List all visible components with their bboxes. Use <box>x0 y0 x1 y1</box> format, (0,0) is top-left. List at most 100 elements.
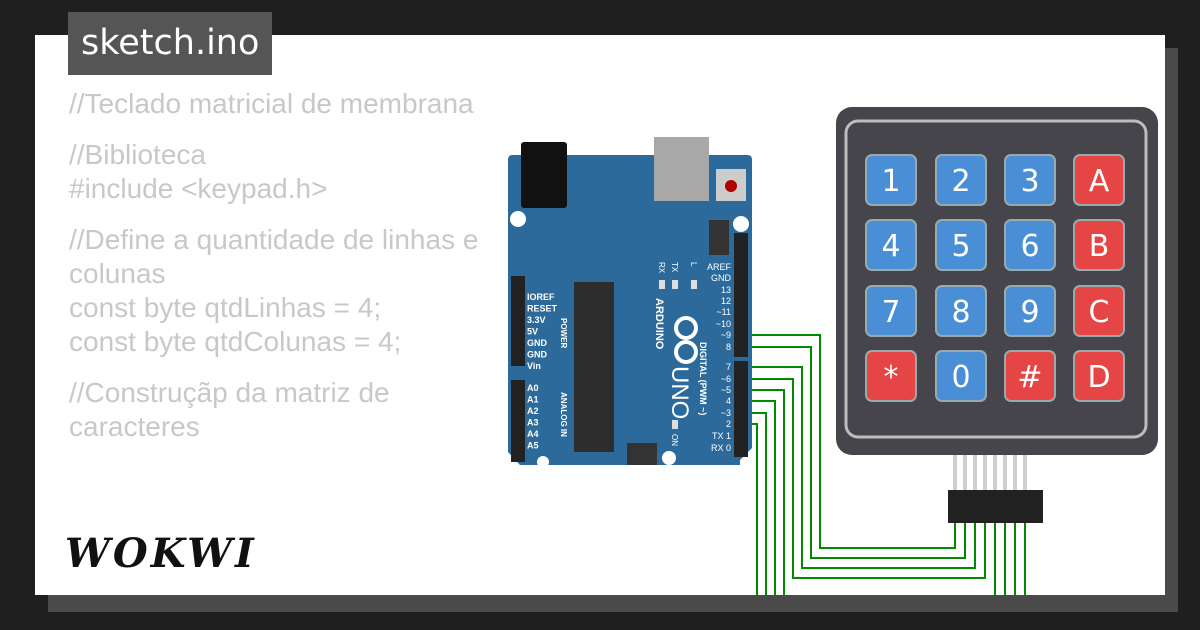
pin-label: RESET <box>527 304 558 314</box>
wire[interactable] <box>740 346 966 559</box>
pin-label: A1 <box>527 395 539 405</box>
pin-label: A4 <box>527 429 539 439</box>
reset-button-cap[interactable] <box>725 180 737 192</box>
icsp-header-2 <box>627 443 657 465</box>
pin-label: GND <box>527 338 548 348</box>
pin-label: ~10 <box>716 319 731 329</box>
arduino-brand-label: ARDUINO <box>653 298 665 350</box>
wire[interactable] <box>740 334 956 549</box>
usb-port <box>654 137 709 201</box>
keypad-ribbon-cable <box>953 455 1027 490</box>
code-line: const byte qtdLinhas = 4; <box>69 292 382 323</box>
on-led <box>672 420 678 429</box>
key-label: C <box>1089 295 1110 330</box>
code-line: //Construçãp da matriz de caracteres <box>69 377 398 442</box>
code-text: //Teclado matricial de membrana //Bibliot… <box>69 87 499 444</box>
arduino-logo-icon <box>674 316 698 364</box>
key-label: 8 <box>951 295 970 330</box>
key-label: 6 <box>1020 229 1039 264</box>
pin-label: Vin <box>527 361 541 371</box>
key-8[interactable]: 8 <box>935 285 987 337</box>
wire[interactable] <box>740 389 785 595</box>
led-label: RX <box>657 262 666 274</box>
pin-label: TX 1 <box>712 431 731 441</box>
arduino-board <box>508 155 752 465</box>
pin-label: A5 <box>527 441 539 451</box>
pin-label: 8 <box>726 342 731 352</box>
pin-label: 4 <box>726 396 731 406</box>
code-line: //Biblioteca <box>69 139 206 170</box>
keypad-border <box>844 119 1148 439</box>
key-label: 2 <box>951 164 970 199</box>
icsp-header <box>709 220 729 255</box>
code-line: const byte qtdColunas = 4; <box>69 326 402 357</box>
key-label: 0 <box>951 360 970 395</box>
wire[interactable] <box>740 366 976 569</box>
key-label: A <box>1089 164 1110 199</box>
key-5[interactable]: 5 <box>935 219 987 271</box>
key-7[interactable]: 7 <box>865 285 917 337</box>
key-6[interactable]: 6 <box>1004 219 1056 271</box>
pin-label: 7 <box>726 362 731 372</box>
power-header-label: POWER <box>559 318 568 348</box>
mount-hole <box>510 211 526 227</box>
mount-hole <box>733 216 749 232</box>
pin-label: ~3 <box>721 408 731 418</box>
key-9[interactable]: 9 <box>1004 285 1056 337</box>
key-label: 5 <box>951 229 970 264</box>
wire[interactable] <box>740 378 986 579</box>
pin-label: 13 <box>721 285 731 295</box>
key-0[interactable]: 0 <box>935 350 987 402</box>
power-header <box>511 276 525 366</box>
keypad-connector <box>948 490 1043 523</box>
code-line: #include <keypad.h> <box>69 173 328 204</box>
key-3[interactable]: 3 <box>1004 154 1056 206</box>
key-4[interactable]: 4 <box>865 219 917 271</box>
analog-header-label: ANALOG IN <box>559 392 568 437</box>
key-A[interactable]: A <box>1073 154 1125 206</box>
analog-header <box>511 380 525 462</box>
key-label: 7 <box>881 295 900 330</box>
pin-label: GND <box>527 350 548 360</box>
mount-hole <box>537 456 549 468</box>
wokwi-logo: WOKWI <box>65 530 257 577</box>
code-line: //Teclado matricial de membrana <box>69 88 474 119</box>
pin-label: ~11 <box>716 307 731 317</box>
pin-label: ~5 <box>721 385 731 395</box>
key-2[interactable]: 2 <box>935 154 987 206</box>
led-label: TX <box>670 262 679 273</box>
key-label: * <box>884 360 899 395</box>
key-D[interactable]: D <box>1073 350 1125 402</box>
pin-label: A2 <box>527 406 539 416</box>
mount-hole <box>662 451 676 465</box>
l-led <box>691 280 697 289</box>
key-C[interactable]: C <box>1073 285 1125 337</box>
key-label: # <box>1017 360 1042 395</box>
arduino-model-label: UNO <box>666 366 693 419</box>
pin-label: ~6 <box>721 374 731 384</box>
pin-label: ~9 <box>721 330 731 340</box>
key-#[interactable]: # <box>1004 350 1056 402</box>
key-B[interactable]: B <box>1073 219 1125 271</box>
pin-label: 3.3V <box>527 315 546 325</box>
code-line: //Define a quantidade de linhas e coluna… <box>69 224 487 289</box>
key-label: 1 <box>881 164 900 199</box>
key-label: D <box>1087 360 1110 395</box>
key-label: B <box>1089 229 1110 264</box>
on-label: ON <box>670 434 679 446</box>
rx-led <box>659 280 665 289</box>
pin-label: A3 <box>527 418 539 428</box>
atmega-chip <box>574 282 614 452</box>
pin-label: 12 <box>721 296 731 306</box>
digital-header-low <box>734 361 748 457</box>
tx-led <box>672 280 678 289</box>
key-label: 3 <box>1020 164 1039 199</box>
file-tab-title: sketch.ino <box>68 12 273 75</box>
pin-label: RX 0 <box>711 443 731 453</box>
pin-label: AREF <box>707 262 732 272</box>
key-*[interactable]: * <box>865 350 917 402</box>
key-1[interactable]: 1 <box>865 154 917 206</box>
